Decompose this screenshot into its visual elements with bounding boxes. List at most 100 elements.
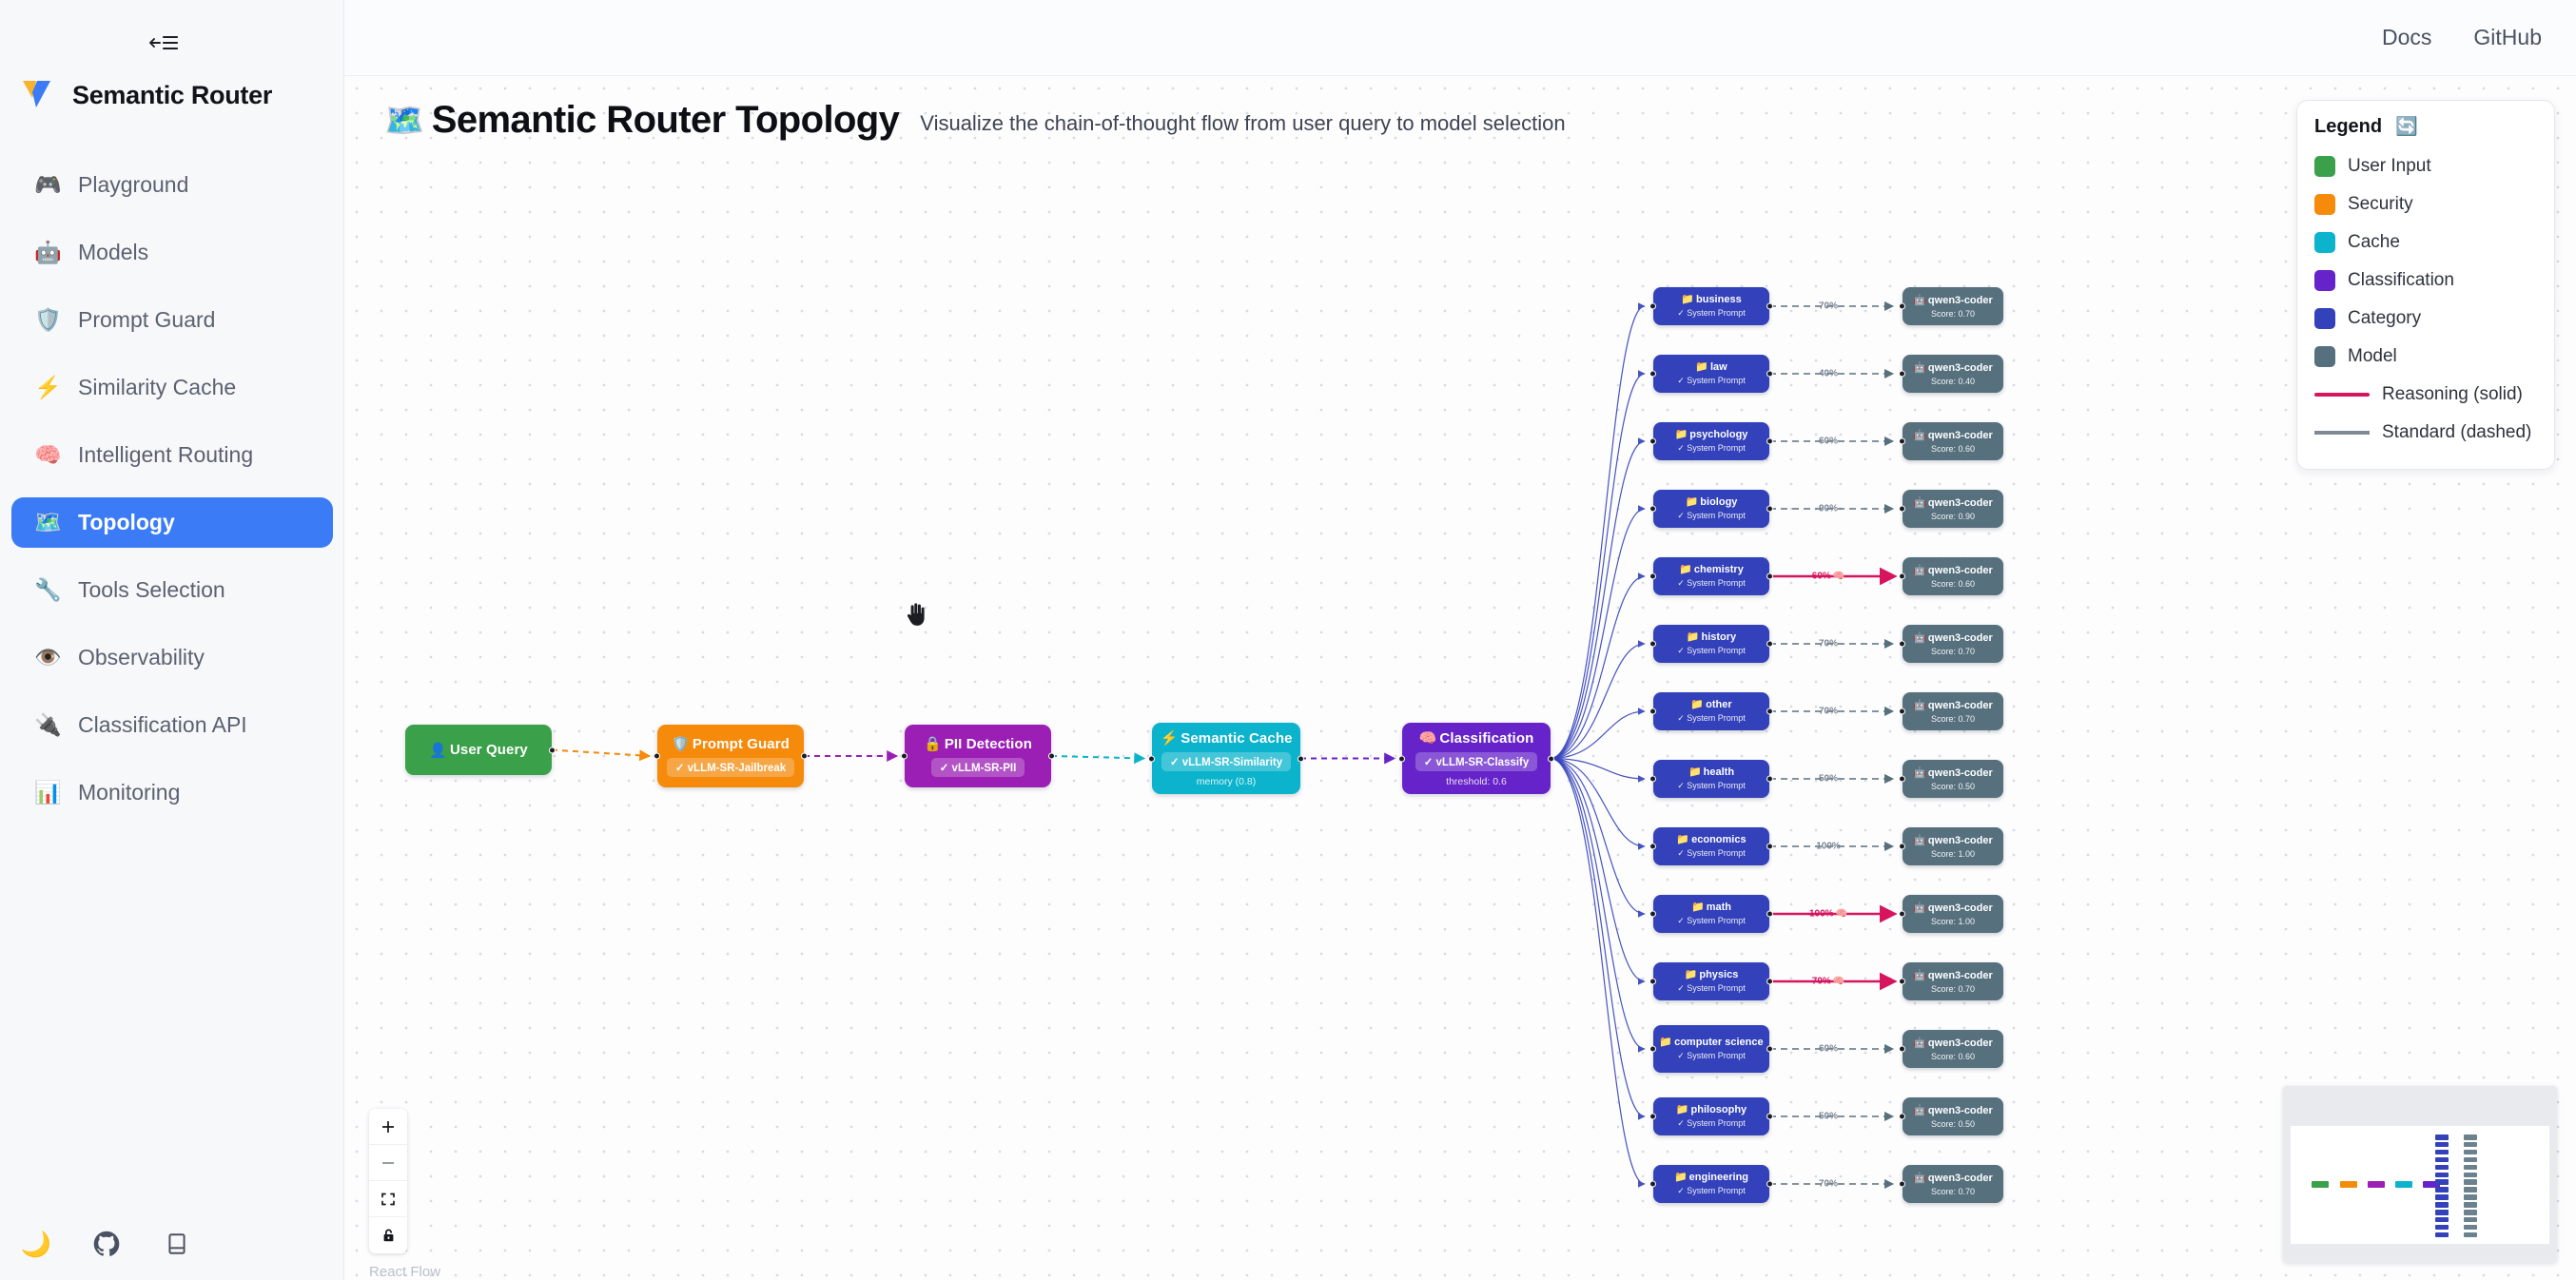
node-handle-right[interactable]	[1766, 843, 1773, 850]
node-handle-left[interactable]	[1649, 437, 1656, 445]
category-node-business[interactable]: 📁business✓ System Prompt	[1649, 287, 1773, 325]
node-handle-left[interactable]	[1649, 843, 1656, 850]
node-handle-left[interactable]	[1899, 843, 1905, 850]
sidebar-item-observability[interactable]: 👁️Observability	[11, 632, 333, 683]
node-handle-left[interactable]	[1649, 1045, 1656, 1053]
sidebar-item-classification-api[interactable]: 🔌Classification API	[11, 700, 333, 750]
category-node-computer-science[interactable]: 📁computer science✓ System Prompt	[1649, 1025, 1773, 1073]
category-node-psychology[interactable]: 📁psychology✓ System Prompt	[1649, 422, 1773, 460]
node-handle-left[interactable]	[1398, 755, 1405, 762]
sidebar-item-monitoring[interactable]: 📊Monitoring	[11, 767, 333, 818]
node-handle-left[interactable]	[1649, 1113, 1656, 1120]
node-handle-left[interactable]	[1899, 505, 1905, 513]
node-handle-left[interactable]	[1899, 708, 1905, 715]
lock-icon[interactable]	[369, 1217, 407, 1253]
sidebar-item-models[interactable]: 🤖Models	[11, 227, 333, 278]
category-node-biology[interactable]: 📁biology✓ System Prompt	[1649, 490, 1773, 528]
node-handle-right[interactable]	[1766, 910, 1773, 918]
docs-book-icon[interactable]	[162, 1229, 192, 1259]
category-node-health[interactable]: 📁health✓ System Prompt	[1649, 760, 1773, 798]
topbar-link-docs[interactable]: Docs	[2382, 25, 2432, 49]
node-handle-left[interactable]	[1649, 1180, 1656, 1188]
node-handle-right[interactable]	[1298, 755, 1304, 762]
category-node-law[interactable]: 📁law✓ System Prompt	[1649, 355, 1773, 393]
node-handle-left[interactable]	[1899, 640, 1905, 648]
node-handle-right[interactable]	[1766, 640, 1773, 648]
react-flow-attribution[interactable]: React Flow	[369, 1264, 441, 1280]
dark-mode-moon-icon[interactable]: 🌙	[20, 1229, 52, 1258]
category-node-math[interactable]: 📁math✓ System Prompt	[1649, 895, 1773, 933]
sidebar-item-intelligent-routing[interactable]: 🧠Intelligent Routing	[11, 430, 333, 480]
node-handle-right[interactable]	[549, 747, 556, 753]
node-handle-left[interactable]	[1649, 572, 1656, 580]
node-pii-detection[interactable]: 🔒PII Detection✓ vLLM-SR-PII	[901, 725, 1055, 787]
node-handle-left[interactable]	[1649, 505, 1656, 513]
minimap[interactable]	[2283, 1086, 2557, 1263]
node-handle-left[interactable]	[1649, 775, 1656, 783]
collapse-sidebar-icon[interactable]	[145, 29, 183, 57]
node-prompt-guard[interactable]: 🛡️Prompt Guard✓ vLLM-SR-Jailbreak	[654, 725, 808, 787]
node-handle-right[interactable]	[1766, 978, 1773, 985]
node-handle-left[interactable]	[1899, 1113, 1905, 1120]
node-handle-right[interactable]	[1048, 752, 1055, 760]
category-node-philosophy[interactable]: 📁philosophy✓ System Prompt	[1649, 1097, 1773, 1135]
node-handle-left[interactable]	[1899, 572, 1905, 580]
node-handle-left[interactable]	[1649, 640, 1656, 648]
node-handle-right[interactable]	[1766, 708, 1773, 715]
sidebar-item-tools-selection[interactable]: 🔧Tools Selection	[11, 565, 333, 615]
zoom-in-button[interactable]	[369, 1109, 407, 1145]
node-handle-right[interactable]	[1766, 370, 1773, 378]
category-node-history[interactable]: 📁history✓ System Prompt	[1649, 625, 1773, 663]
category-node-economics[interactable]: 📁economics✓ System Prompt	[1649, 827, 1773, 865]
node-handle-right[interactable]	[1766, 775, 1773, 783]
topology-canvas[interactable]: 👤User Query 🛡️Prompt Guard✓ vLLM-SR-Jailb…	[344, 76, 2576, 1280]
node-handle-left[interactable]	[1148, 755, 1155, 762]
node-user-query[interactable]: 👤User Query	[405, 725, 556, 775]
node-handle-right[interactable]	[1548, 755, 1554, 762]
node-handle-left[interactable]	[1899, 370, 1905, 378]
node-handle-left[interactable]	[901, 752, 907, 760]
node-handle-left[interactable]	[1649, 302, 1656, 310]
zoom-out-button[interactable]	[369, 1145, 407, 1181]
node-handle-left[interactable]	[1899, 1045, 1905, 1053]
node-handle-left[interactable]	[1899, 302, 1905, 310]
category-node-other[interactable]: 📁other✓ System Prompt	[1649, 692, 1773, 730]
github-icon[interactable]	[91, 1229, 122, 1259]
category-node-chemistry[interactable]: 📁chemistry✓ System Prompt	[1649, 557, 1773, 595]
node-handle-right[interactable]	[1766, 437, 1773, 445]
node-handle-left[interactable]	[1899, 978, 1905, 985]
sidebar-item-playground[interactable]: 🎮Playground	[11, 160, 333, 210]
node-handle-left[interactable]	[1649, 978, 1656, 985]
node-handle-left[interactable]	[1649, 708, 1656, 715]
category-node-engineering[interactable]: 📁engineering✓ System Prompt	[1649, 1165, 1773, 1203]
node-handle-left[interactable]	[1649, 370, 1656, 378]
topbar-link-github[interactable]: GitHub	[2473, 25, 2542, 49]
sidebar-item-topology[interactable]: 🗺️Topology	[11, 497, 333, 548]
node-handle-left[interactable]	[1899, 1180, 1905, 1188]
refresh-icon[interactable]: 🔄	[2395, 117, 2418, 137]
node-handle-right[interactable]	[1766, 505, 1773, 513]
node-handle-right[interactable]	[1766, 302, 1773, 310]
fit-view-button[interactable]	[369, 1181, 407, 1217]
node-handle-left[interactable]	[654, 752, 660, 760]
sidebar-item-prompt-guard[interactable]: 🛡️Prompt Guard	[11, 295, 333, 345]
node-handle-right[interactable]	[1766, 1045, 1773, 1053]
node-handle-left[interactable]	[1649, 910, 1656, 918]
sidebar-item-similarity-cache[interactable]: ⚡Similarity Cache	[11, 362, 333, 413]
node-handle-right[interactable]	[1766, 572, 1773, 580]
